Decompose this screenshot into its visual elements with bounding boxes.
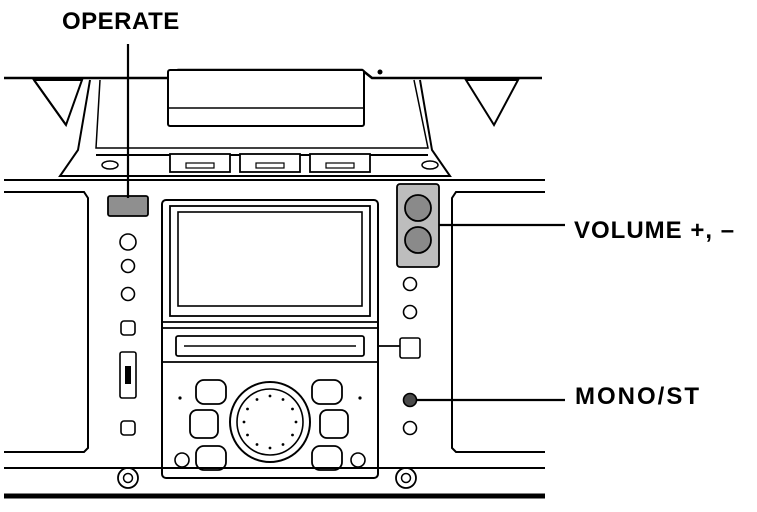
right-button-column [396,183,440,436]
right-button-3[interactable] [402,420,418,436]
control-key-top-left[interactable] [195,379,227,405]
main-body [4,179,545,499]
left-button-4[interactable] [120,320,136,336]
lcd-display-icon [169,205,371,317]
volume-plus-button[interactable] [404,194,432,222]
center-panel [161,199,400,479]
control-key-bottom-left[interactable] [195,445,227,471]
volume-minus-button[interactable] [404,226,432,254]
right-square-button[interactable] [399,337,421,359]
control-cluster [174,379,366,471]
right-button-2[interactable] [402,304,418,320]
top-housing [4,68,542,177]
small-round-button-left[interactable] [174,452,190,468]
right-button-1[interactable] [402,276,418,292]
disc-slot[interactable] [175,335,365,357]
control-key-top-right[interactable] [311,379,343,405]
left-slide-switch[interactable] [119,351,137,399]
jog-dial-icon[interactable] [229,381,311,463]
mono-st-button[interactable] [402,392,418,408]
operate-label: OPERATE [62,8,180,35]
control-key-bottom-right[interactable] [311,445,343,471]
control-key-mid-right[interactable] [319,409,349,439]
control-key-mid-left[interactable] [189,409,219,439]
volume-label: VOLUME +, – [574,217,736,244]
small-round-button-right[interactable] [350,452,366,468]
left-button-1[interactable] [119,233,137,251]
operate-button[interactable] [107,195,149,217]
left-button-2[interactable] [120,258,136,274]
mono-st-label: MONO/ST [575,383,701,410]
left-button-5[interactable] [120,420,136,436]
left-button-column [107,195,149,436]
leader-lines [126,44,565,402]
left-button-3[interactable] [120,286,136,302]
